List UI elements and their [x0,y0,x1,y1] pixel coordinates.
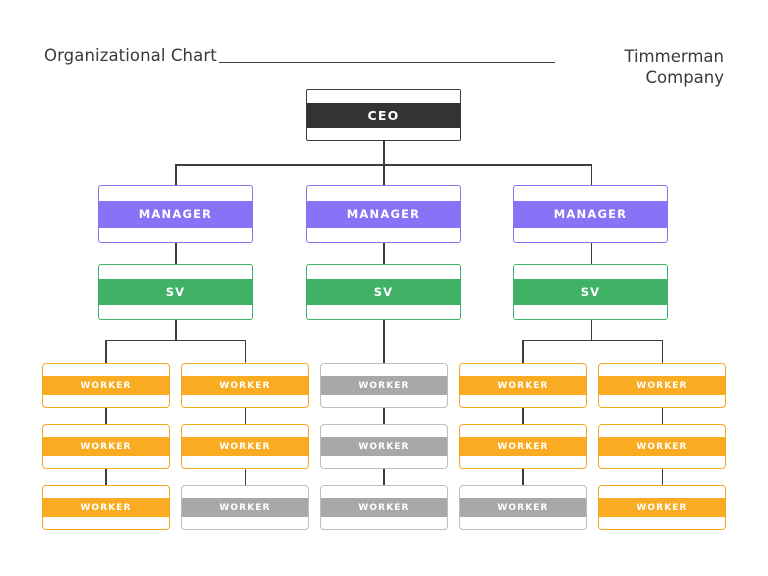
connector-sv-1-to-column-2 [244,339,247,364]
node-worker-c3-r3-label: WORKER [321,498,447,517]
connector-column-1-row-1-to-2 [105,408,107,425]
connector-sv-3-down [590,319,593,340]
connector-column-1-row-2-to-3 [105,469,107,486]
node-worker-c4-r2-label: WORKER [460,437,586,456]
connector-sv-3-bus [522,339,662,342]
node-worker-c1-r3-label: WORKER [43,498,169,517]
connector-column-5-row-1-to-2 [661,408,664,425]
node-supervisor-1-label: SV [99,279,252,305]
company-name-line2: Company [645,68,725,87]
node-worker-c3-r2-label: WORKER [321,437,447,456]
node-worker-c4-r1-label: WORKER [460,376,586,395]
node-worker-c4-r1[interactable]: WORKER [459,363,587,408]
node-worker-c2-r1[interactable]: WORKER [181,363,309,408]
connector-sv-1-down [175,319,177,340]
node-worker-c1-r2[interactable]: WORKER [42,424,170,469]
node-manager-1-label: MANAGER [99,200,252,228]
node-worker-c1-r1-label: WORKER [43,376,169,395]
connector-bus-to-manager-2 [383,164,385,186]
node-worker-c4-r3-label: WORKER [460,498,586,517]
connector-column-4-row-2-to-3 [522,469,524,486]
connector-column-3-row-1-to-2 [383,408,385,425]
connector-column-4-row-1-to-2 [522,408,524,425]
connector-sv-3-to-column-4 [522,339,524,364]
node-worker-c2-r2-label: WORKER [182,437,308,456]
node-worker-c2-r3-label: WORKER [182,498,308,517]
node-worker-c2-r3[interactable]: WORKER [181,485,309,530]
node-worker-c5-r1[interactable]: WORKER [598,363,726,408]
node-worker-c2-r1-label: WORKER [182,376,308,395]
connector-sv-3-to-column-5 [661,339,664,364]
node-supervisor-1[interactable]: SV [98,264,253,320]
node-worker-c4-r2[interactable]: WORKER [459,424,587,469]
connector-ceo-down [383,141,385,165]
company-name-line1: Timmerman [624,47,724,66]
connector-manager-1-to-sv-1 [175,243,177,265]
connector-bus-to-manager-3 [590,164,593,186]
node-worker-c1-r1[interactable]: WORKER [42,363,170,408]
node-worker-c5-r2[interactable]: WORKER [598,424,726,469]
title-underline-rule [219,62,555,63]
node-worker-c3-r2[interactable]: WORKER [320,424,448,469]
node-worker-c3-r3[interactable]: WORKER [320,485,448,530]
node-supervisor-3[interactable]: SV [513,264,668,320]
connector-sv-1-to-column-1 [105,339,107,364]
node-supervisor-2[interactable]: SV [306,264,461,320]
connector-column-2-row-1-to-2 [244,408,247,425]
company-name: Timmerman Company [624,46,724,88]
node-manager-2-label: MANAGER [307,200,460,228]
connector-column-5-row-2-to-3 [661,469,664,486]
connector-sv-1-bus [105,339,245,342]
node-manager-1[interactable]: MANAGER [98,185,253,243]
node-supervisor-3-label: SV [514,279,667,305]
node-worker-c4-r3[interactable]: WORKER [459,485,587,530]
node-worker-c2-r2[interactable]: WORKER [181,424,309,469]
node-worker-c5-r3[interactable]: WORKER [598,485,726,530]
node-worker-c1-r2-label: WORKER [43,437,169,456]
page-title: Organizational Chart [44,46,217,65]
node-ceo[interactable]: CEO [306,89,461,141]
connector-manager-2-to-sv-2 [383,243,385,265]
node-manager-3-label: MANAGER [514,200,667,228]
connector-bus-to-manager-1 [175,164,177,186]
node-worker-c5-r1-label: WORKER [599,376,725,395]
node-supervisor-2-label: SV [307,279,460,305]
connector-column-2-row-2-to-3 [244,469,247,486]
connector-column-3-row-2-to-3 [383,469,385,486]
node-worker-c1-r3[interactable]: WORKER [42,485,170,530]
node-manager-2[interactable]: MANAGER [306,185,461,243]
node-ceo-label: CEO [307,102,460,128]
node-worker-c3-r1-label: WORKER [321,376,447,395]
node-worker-c5-r3-label: WORKER [599,498,725,517]
node-worker-c5-r2-label: WORKER [599,437,725,456]
connector-manager-3-to-sv-3 [590,243,593,265]
node-manager-3[interactable]: MANAGER [513,185,668,243]
connector-sv-2-to-column-3 [383,319,385,364]
node-worker-c3-r1[interactable]: WORKER [320,363,448,408]
